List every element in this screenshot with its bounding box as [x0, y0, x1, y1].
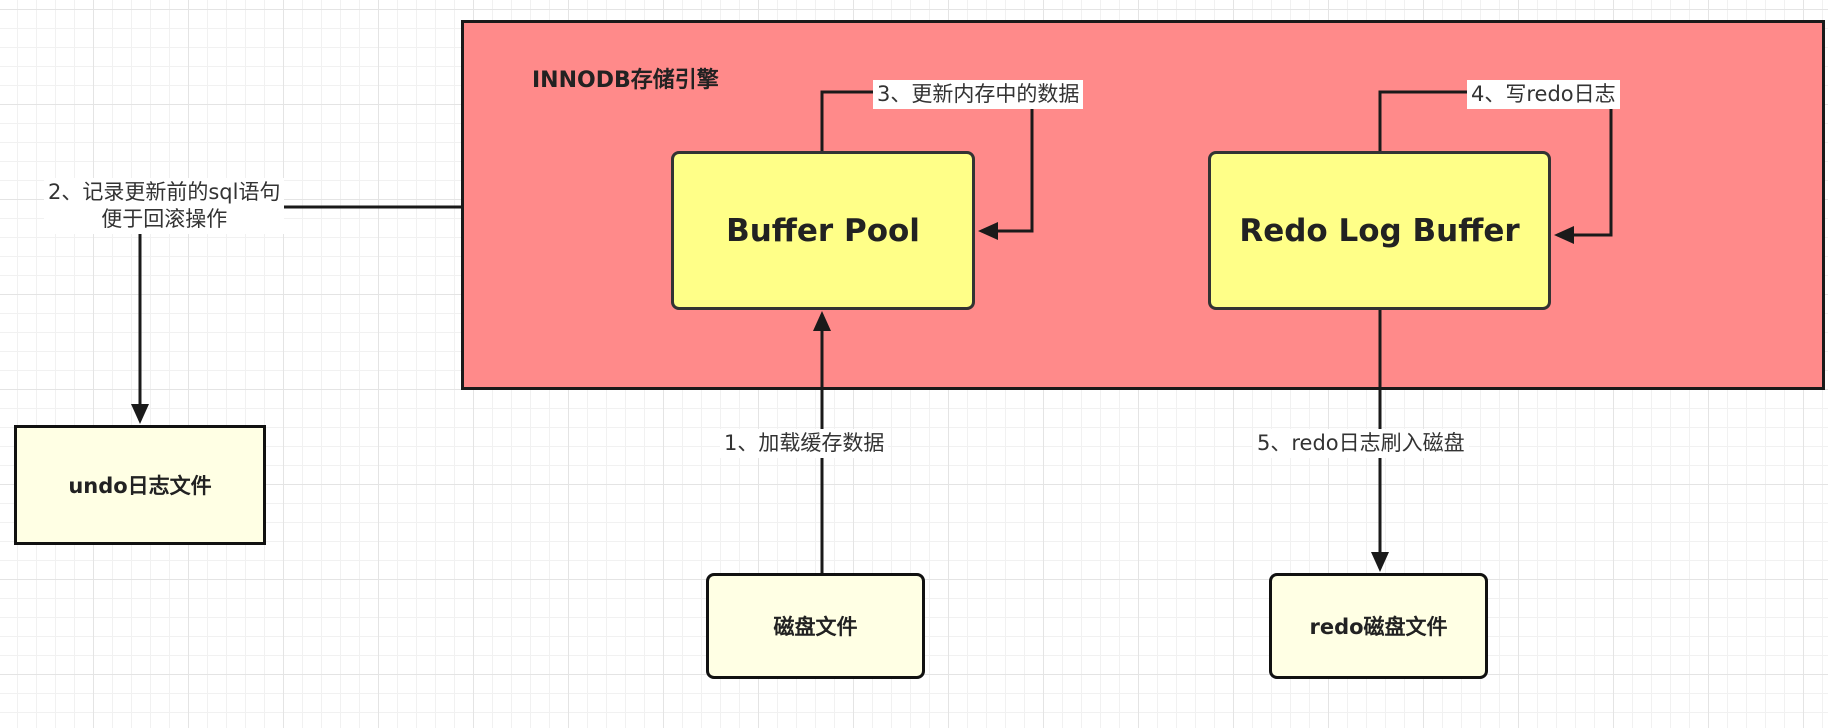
step2-label-line1: 2、记录更新前的sql语句	[48, 180, 281, 204]
step5-label: 5、redo日志刷入磁盘	[1253, 429, 1469, 458]
step2-label: 2、记录更新前的sql语句 便于回滚操作	[44, 178, 285, 234]
edge-redo-buffer-loop	[1378, 90, 1613, 237]
redo-disk-file-node: redo磁盘文件	[1269, 573, 1488, 679]
step1-label: 1、加载缓存数据	[720, 429, 889, 458]
arrowhead-undo	[131, 404, 149, 424]
undo-log-file-node: undo日志文件	[14, 425, 266, 545]
edge-engine-to-undo	[136, 205, 461, 422]
undo-log-file-label: undo日志文件	[68, 474, 212, 498]
buffer-pool-label: Buffer Pool	[726, 212, 920, 249]
step2-label-line2: 便于回滚操作	[101, 207, 228, 231]
step3-label: 3、更新内存中的数据	[873, 80, 1084, 109]
arrowhead-buffer-pool-loop	[978, 222, 998, 240]
buffer-pool-node: Buffer Pool	[671, 151, 975, 310]
arrowhead-redo-buffer-loop	[1554, 226, 1574, 244]
engine-title: INNODB存储引擎	[532, 68, 719, 93]
disk-file-node: 磁盘文件	[706, 573, 925, 679]
edge-buffer-pool-loop	[820, 90, 1034, 233]
step4-label: 4、写redo日志	[1467, 80, 1620, 109]
redo-log-buffer-node: Redo Log Buffer	[1208, 151, 1551, 310]
redo-disk-file-label: redo磁盘文件	[1309, 615, 1448, 639]
arrowheads	[131, 222, 1574, 572]
disk-file-label: 磁盘文件	[773, 615, 858, 639]
redo-log-buffer-label: Redo Log Buffer	[1239, 212, 1520, 249]
arrowhead-buffer-pool-up	[813, 311, 831, 331]
arrowhead-redo-file	[1371, 552, 1389, 572]
